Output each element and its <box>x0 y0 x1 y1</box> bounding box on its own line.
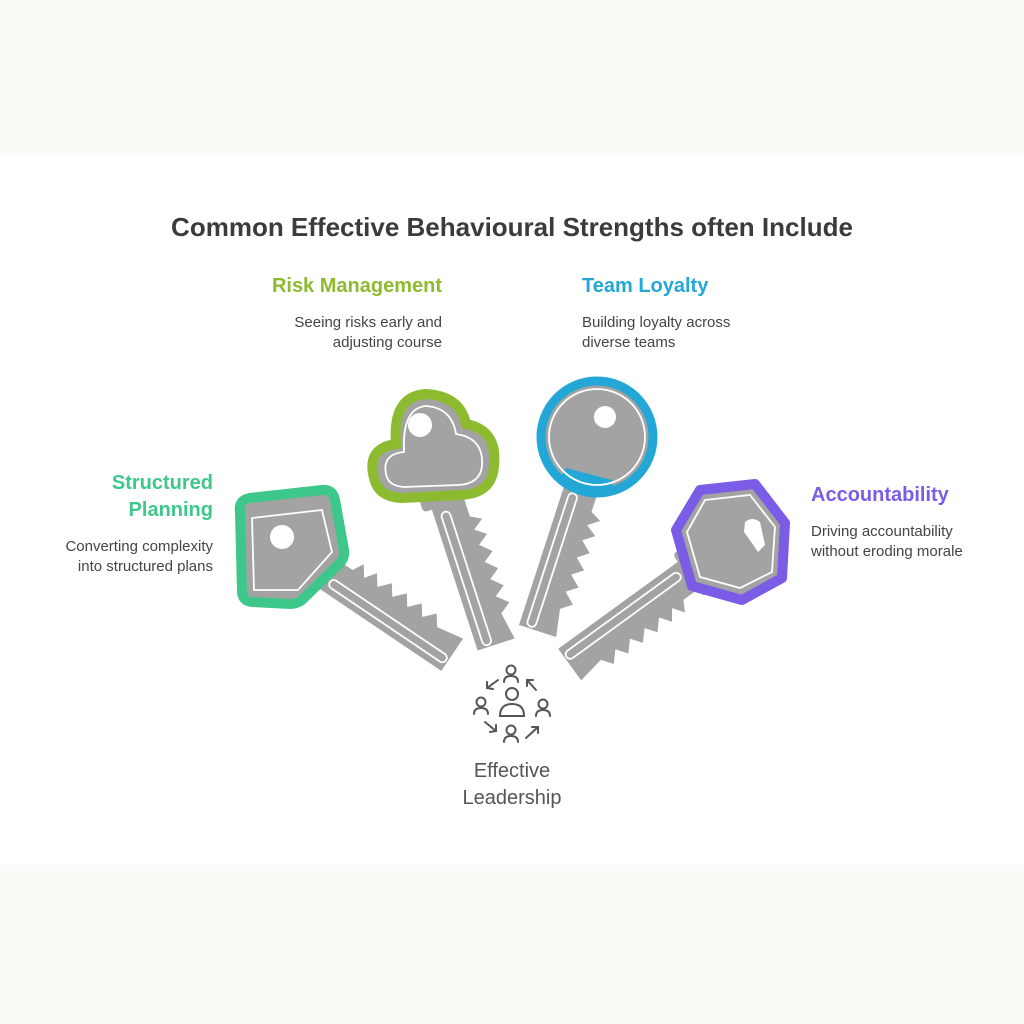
diagram-title: Common Effective Behavioural Strengths o… <box>171 212 853 242</box>
desc-line: Seeing risks early and <box>294 314 442 331</box>
desc-line: without eroding morale <box>811 543 963 560</box>
key-hole <box>408 413 432 437</box>
keyhole <box>744 519 765 552</box>
title-line: Structured <box>111 472 213 494</box>
key-structured-planning <box>234 484 468 680</box>
desc-line: Building loyalty across <box>582 314 731 331</box>
title-line: Planning <box>128 499 213 521</box>
label-line: Effective <box>473 760 551 782</box>
team-cycle-icon <box>473 664 551 743</box>
structured-planning-title: Structured Planning <box>60 470 213 524</box>
key-head-purple <box>671 479 790 605</box>
label-line: Leadership <box>462 787 562 809</box>
key-head-green <box>234 484 350 610</box>
risk-management-title: Risk Management <box>271 275 442 297</box>
desc-line: Driving accountability <box>811 523 953 540</box>
structured-planning-desc: Converting complexity into structured pl… <box>20 537 213 577</box>
key-team-loyalty <box>509 376 658 640</box>
key-head-lime <box>367 388 500 504</box>
desc-line: adjusting course <box>332 334 442 351</box>
risk-management-desc: Seeing risks early and adjusting course <box>200 313 442 353</box>
desc-line: Converting complexity <box>65 538 213 555</box>
desc-line: into structured plans <box>77 558 213 575</box>
desc-line: diverse teams <box>582 334 676 351</box>
key-hole <box>594 406 616 428</box>
key-risk-management <box>367 388 522 655</box>
diagram-panel <box>0 155 1024 865</box>
effective-leadership-label: Effective Leadership <box>412 758 612 812</box>
team-loyalty-desc: Building loyalty across diverse teams <box>582 313 730 353</box>
key-accountability <box>552 479 790 687</box>
team-loyalty-title: Team Loyalty <box>582 275 709 297</box>
accountability-title: Accountability <box>811 484 949 506</box>
key-hole <box>270 525 294 549</box>
accountability-desc: Driving accountability without eroding m… <box>811 522 963 562</box>
